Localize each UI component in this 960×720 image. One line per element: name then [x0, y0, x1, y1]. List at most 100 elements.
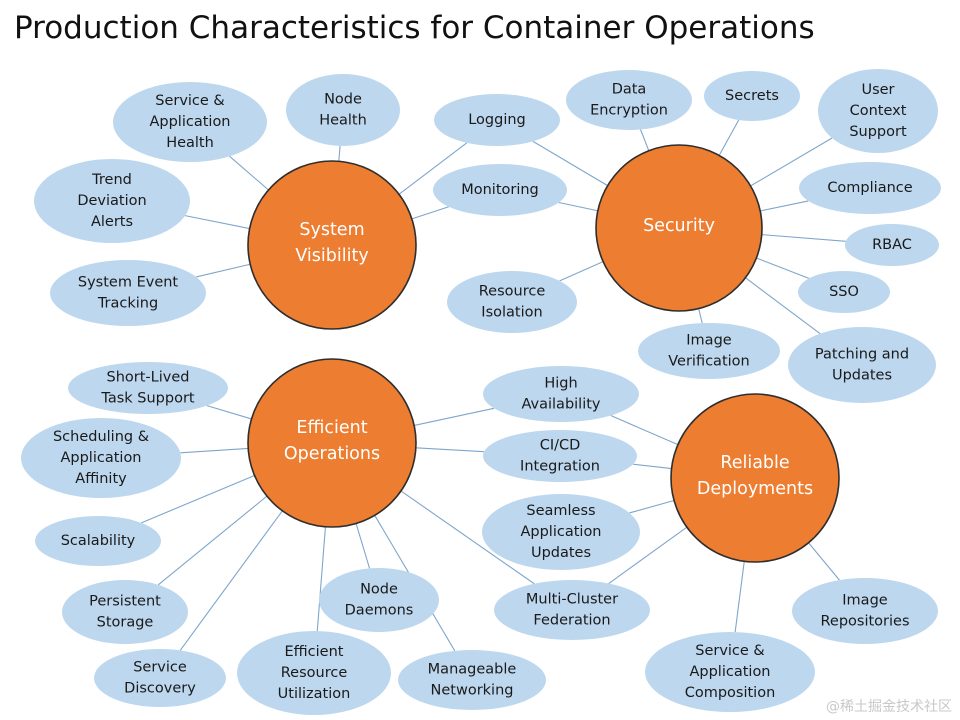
node-short-lived-task-support-label: Task Support — [100, 391, 195, 407]
node-user-context-support-label: User — [861, 82, 894, 98]
node-scalability-label: Scalability — [61, 533, 136, 549]
node-system-event-tracking-bubble — [50, 260, 206, 326]
node-compliance: Compliance — [799, 162, 941, 214]
hub-system-visibility-label: Visibility — [295, 246, 368, 266]
node-seamless-application-updates-label: Application — [520, 524, 601, 540]
node-secrets-label: Secrets — [725, 88, 779, 104]
node-sso-label: SSO — [829, 284, 859, 300]
node-persistent-storage-label: Storage — [97, 615, 154, 631]
node-image-repositories-label: Repositories — [820, 614, 909, 630]
connector-short-lived-task-support-to-efficient-operations — [206, 405, 252, 420]
node-resource-isolation-bubble — [447, 271, 577, 333]
node-image-repositories-bubble — [792, 578, 938, 644]
connector-multi-cluster-federation-to-efficient-operations — [400, 490, 535, 585]
node-high-availability-bubble — [483, 366, 639, 422]
node-service-application-composition-bubble — [645, 632, 815, 712]
node-sso: SSO — [798, 271, 890, 313]
node-scheduling-application-affinity-label: Affinity — [75, 471, 127, 487]
connector-service-application-health-to-system-visibility — [229, 155, 269, 191]
connector-image-repositories-to-reliable-deployments — [808, 542, 840, 581]
node-seamless-application-updates-label: Seamless — [526, 503, 595, 519]
node-user-context-support-label: Context — [850, 103, 907, 119]
hub-security-label: Security — [643, 216, 715, 236]
connector-compliance-to-security — [760, 200, 809, 212]
node-service-application-composition-label: Composition — [685, 685, 776, 701]
node-image-verification-label: Verification — [668, 354, 749, 370]
connector-scalability-to-efficient-operations — [141, 474, 255, 524]
node-service-application-health-label: Service & — [155, 93, 225, 109]
connector-efficient-resource-utilization-to-efficient-operations — [316, 526, 326, 632]
node-multi-cluster-federation-label: Multi-Cluster — [526, 592, 618, 608]
connector-sso-to-security — [756, 257, 810, 279]
hub-security: Security — [595, 144, 763, 312]
node-node-health-label: Health — [319, 113, 367, 129]
node-rbac: RBAC — [845, 224, 939, 266]
node-node-daemons-bubble — [319, 568, 439, 632]
connector-persistent-storage-to-efficient-operations — [157, 495, 268, 586]
node-service-application-composition-label: Service & — [695, 643, 765, 659]
node-image-repositories-label: Image — [842, 593, 887, 609]
connector-node-health-to-system-visibility — [338, 145, 341, 162]
hub-system-visibility-label: System — [299, 220, 364, 240]
node-manageable-networking-label: Manageable — [428, 662, 517, 678]
node-data-encryption-bubble — [566, 70, 692, 130]
connector-scheduling-application-affinity-to-efficient-operations — [180, 447, 249, 454]
connector-high-availability-to-reliable-deployments — [610, 415, 679, 446]
connector-node-daemons-to-efficient-operations — [355, 523, 371, 569]
node-high-availability-label: Availability — [521, 397, 600, 413]
node-scalability: Scalability — [35, 516, 161, 566]
connector-rbac-to-security — [761, 234, 846, 242]
node-service-discovery-bubble — [94, 649, 226, 707]
node-multi-cluster-federation-label: Federation — [533, 613, 610, 629]
connector-ci-cd-integration-to-efficient-operations — [415, 447, 485, 453]
node-resource-isolation-label: Resource — [479, 284, 546, 300]
node-trend-deviation-alerts-label: Alerts — [91, 214, 133, 230]
node-ci-cd-integration-label: Integration — [520, 459, 600, 475]
node-data-encryption-label: Encryption — [590, 103, 668, 119]
node-efficient-resource-utilization-bubble — [237, 631, 391, 715]
hub-efficient-operations-circle — [247, 358, 417, 528]
connector-system-event-tracking-to-system-visibility — [196, 263, 251, 278]
node-ci-cd-integration: CI/CD Integration — [483, 430, 637, 482]
hub-security-circle — [595, 144, 763, 312]
node-efficient-resource-utilization-label: Efficient — [285, 644, 344, 660]
node-node-health-label: Node — [324, 92, 362, 108]
watermark: @稀土掘金技术社区 — [826, 699, 952, 715]
node-node-health-bubble — [286, 74, 400, 146]
connector-monitoring-to-system-visibility — [411, 206, 449, 220]
node-trend-deviation-alerts-label: Deviation — [77, 193, 146, 209]
node-image-verification-bubble — [638, 323, 780, 379]
node-rbac-label: RBAC — [872, 237, 912, 253]
node-service-application-health-bubble — [113, 82, 267, 162]
node-service-application-composition-label: Application — [689, 664, 770, 680]
node-ci-cd-integration-bubble — [483, 430, 637, 482]
node-compliance-label: Compliance — [827, 180, 912, 196]
node-ci-cd-integration-label: CI/CD — [540, 438, 581, 454]
node-monitoring-bubble — [433, 164, 567, 216]
node-seamless-application-updates-label: Updates — [531, 545, 591, 561]
node-efficient-resource-utilization-label: Resource — [281, 665, 348, 681]
node-short-lived-task-support-label: Short-Lived — [107, 370, 190, 386]
connector-resource-isolation-to-security — [559, 261, 604, 282]
node-persistent-storage-label: Persistent — [89, 594, 161, 610]
node-multi-cluster-federation-bubble — [494, 580, 650, 640]
connector-logging-to-system-visibility — [398, 142, 468, 195]
node-node-daemons-label: Daemons — [345, 603, 414, 619]
node-logging-bubble — [434, 94, 560, 146]
node-patching-and-updates-label: Updates — [832, 368, 892, 384]
node-monitoring: Monitoring — [433, 164, 567, 216]
